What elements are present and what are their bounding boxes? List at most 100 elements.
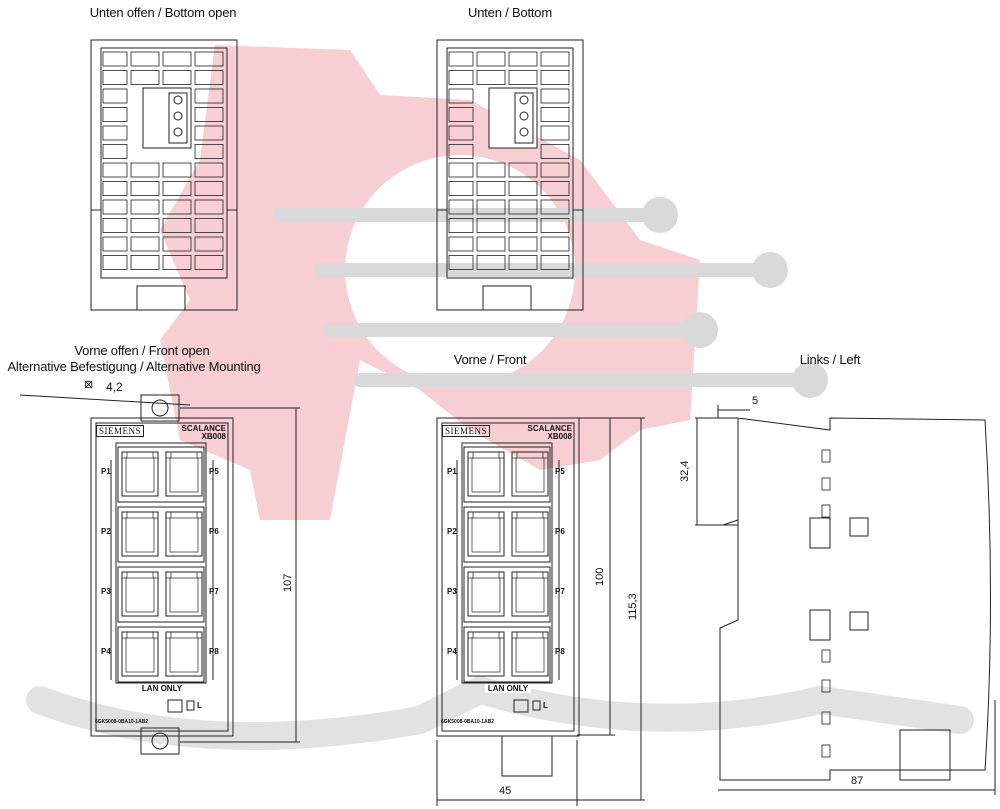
- bottom-open-grid-cell: [130, 181, 160, 196]
- rj45-port-icon: [467, 631, 505, 677]
- bottom-grid-cell: [540, 144, 570, 159]
- port-led-icon: [542, 511, 549, 519]
- bottom-grid-cell: [540, 181, 570, 196]
- rj45-port-socket: [125, 637, 155, 673]
- rj45-port-socket: [471, 457, 501, 493]
- front-open-power-led: [186, 700, 195, 711]
- depth-dim-87: 87: [851, 775, 864, 787]
- bottom-grid-cell: [448, 125, 474, 141]
- bottom-open-grid-cell: [162, 181, 192, 196]
- left-din-clip: [899, 729, 951, 781]
- port-label-left: P4: [101, 647, 111, 656]
- bottom-grid-cell: [448, 181, 474, 196]
- bottom-grid-cell: [540, 162, 570, 178]
- bottom-open-grid-cell: [194, 236, 224, 252]
- watermark-node: [752, 252, 788, 288]
- bottom-open-grid-cell: [102, 236, 128, 252]
- front-port-group: [463, 626, 551, 683]
- bottom-open-latch: [136, 285, 186, 311]
- port-led-icon: [542, 451, 549, 459]
- port-label-left: P3: [447, 587, 457, 596]
- bottom-open-grid-cell: [130, 218, 160, 233]
- bottom-grid-cell: [448, 70, 474, 85]
- bottom-open-grid-cell: [194, 125, 224, 141]
- bottom-grid-cell: [476, 236, 506, 252]
- bottom-open-grid-cell: [162, 51, 192, 67]
- bottom-open-grid-cell: [102, 255, 128, 270]
- model-name: SCALANCE: [527, 424, 572, 433]
- bottom-open-terminal-screw: [173, 111, 183, 121]
- bottom-grid-cell: [508, 255, 538, 270]
- top-dim-5: 5: [752, 395, 759, 407]
- rj45-port-icon: [467, 571, 505, 617]
- left-notch: [821, 744, 831, 758]
- part-number: 6GK5008-0BA10-1AB2: [95, 719, 149, 725]
- front-din-clip: [501, 735, 553, 777]
- left-notch: [821, 477, 831, 491]
- bottom-open-connector-area: [142, 87, 192, 149]
- side-dim-32: 32,4: [679, 460, 691, 482]
- port-led-icon: [467, 571, 474, 579]
- port-led-icon: [152, 511, 159, 519]
- port-led-icon: [467, 511, 474, 519]
- port-label-right: P5: [209, 467, 219, 476]
- left-notch: [821, 711, 831, 725]
- port-led-icon: [121, 451, 128, 459]
- front-open-port-group: [117, 506, 205, 563]
- rj45-port-socket: [125, 577, 155, 613]
- left-notch: [821, 679, 831, 693]
- bottom-grid-cell: [540, 88, 570, 104]
- port-led-icon: [498, 451, 505, 459]
- port-led-icon: [511, 631, 518, 639]
- port-led-icon: [196, 451, 203, 459]
- bottom-grid-cell: [476, 181, 506, 196]
- front-open-mount-tab: [140, 394, 180, 422]
- port-label-left: P4: [447, 647, 457, 656]
- rj45-port-icon: [511, 631, 549, 677]
- watermark-node: [642, 197, 678, 233]
- width-dim-45: 45: [499, 785, 512, 797]
- rj45-port-socket: [125, 517, 155, 553]
- port-label-right: P6: [555, 527, 565, 536]
- port-led-icon: [152, 631, 159, 639]
- front-port-frame: [461, 442, 553, 684]
- bottom-open-grid-cell: [194, 162, 224, 178]
- bottom-grid-cell: [540, 218, 570, 233]
- bottom-grid-cell: [448, 51, 474, 67]
- rj45-port-icon: [511, 511, 549, 557]
- port-label-right: P7: [555, 587, 565, 596]
- bottom-open-grid-cell: [194, 218, 224, 233]
- rj45-port-icon: [165, 631, 203, 677]
- port-led-icon: [511, 571, 518, 579]
- port-led-icon: [152, 571, 159, 579]
- title-front: Vorne / Front: [453, 352, 527, 367]
- front-open-port-group: [117, 626, 205, 683]
- rj45-port-icon: [165, 451, 203, 497]
- bottom-grid-cell: [448, 144, 474, 159]
- bottom-grid-cell: [476, 51, 506, 67]
- rj45-port-socket: [515, 577, 545, 613]
- bottom-terminal-block: [514, 92, 534, 144]
- bottom-grid-cell: [540, 236, 570, 252]
- title-bottom: Unten / Bottom: [468, 5, 552, 20]
- bottom-terminal-screw: [519, 111, 529, 121]
- port-label-left: P2: [101, 527, 111, 536]
- brand-logo: SIEMENS: [96, 425, 145, 437]
- bottom-open-terminal-block: [168, 92, 188, 144]
- bottom-inner: [446, 47, 574, 279]
- bottom-grid-cell: [448, 88, 474, 104]
- bottom-grid-cell: [448, 199, 474, 215]
- rj45-port-socket: [169, 457, 199, 493]
- port-label-right: P7: [209, 587, 219, 596]
- bottom-grid-cell: [508, 218, 538, 233]
- bottom-open-grid-cell: [162, 255, 192, 270]
- port-label-right: P6: [209, 527, 219, 536]
- bottom-latch: [482, 285, 532, 311]
- bottom-open-grid-cell: [162, 236, 192, 252]
- port-led-icon: [165, 451, 172, 459]
- port-led-icon: [196, 631, 203, 639]
- bottom-open-inner: [100, 47, 228, 279]
- port-led-icon: [511, 451, 518, 459]
- bottom-grid-cell: [448, 162, 474, 178]
- model-number: XB008: [547, 432, 572, 441]
